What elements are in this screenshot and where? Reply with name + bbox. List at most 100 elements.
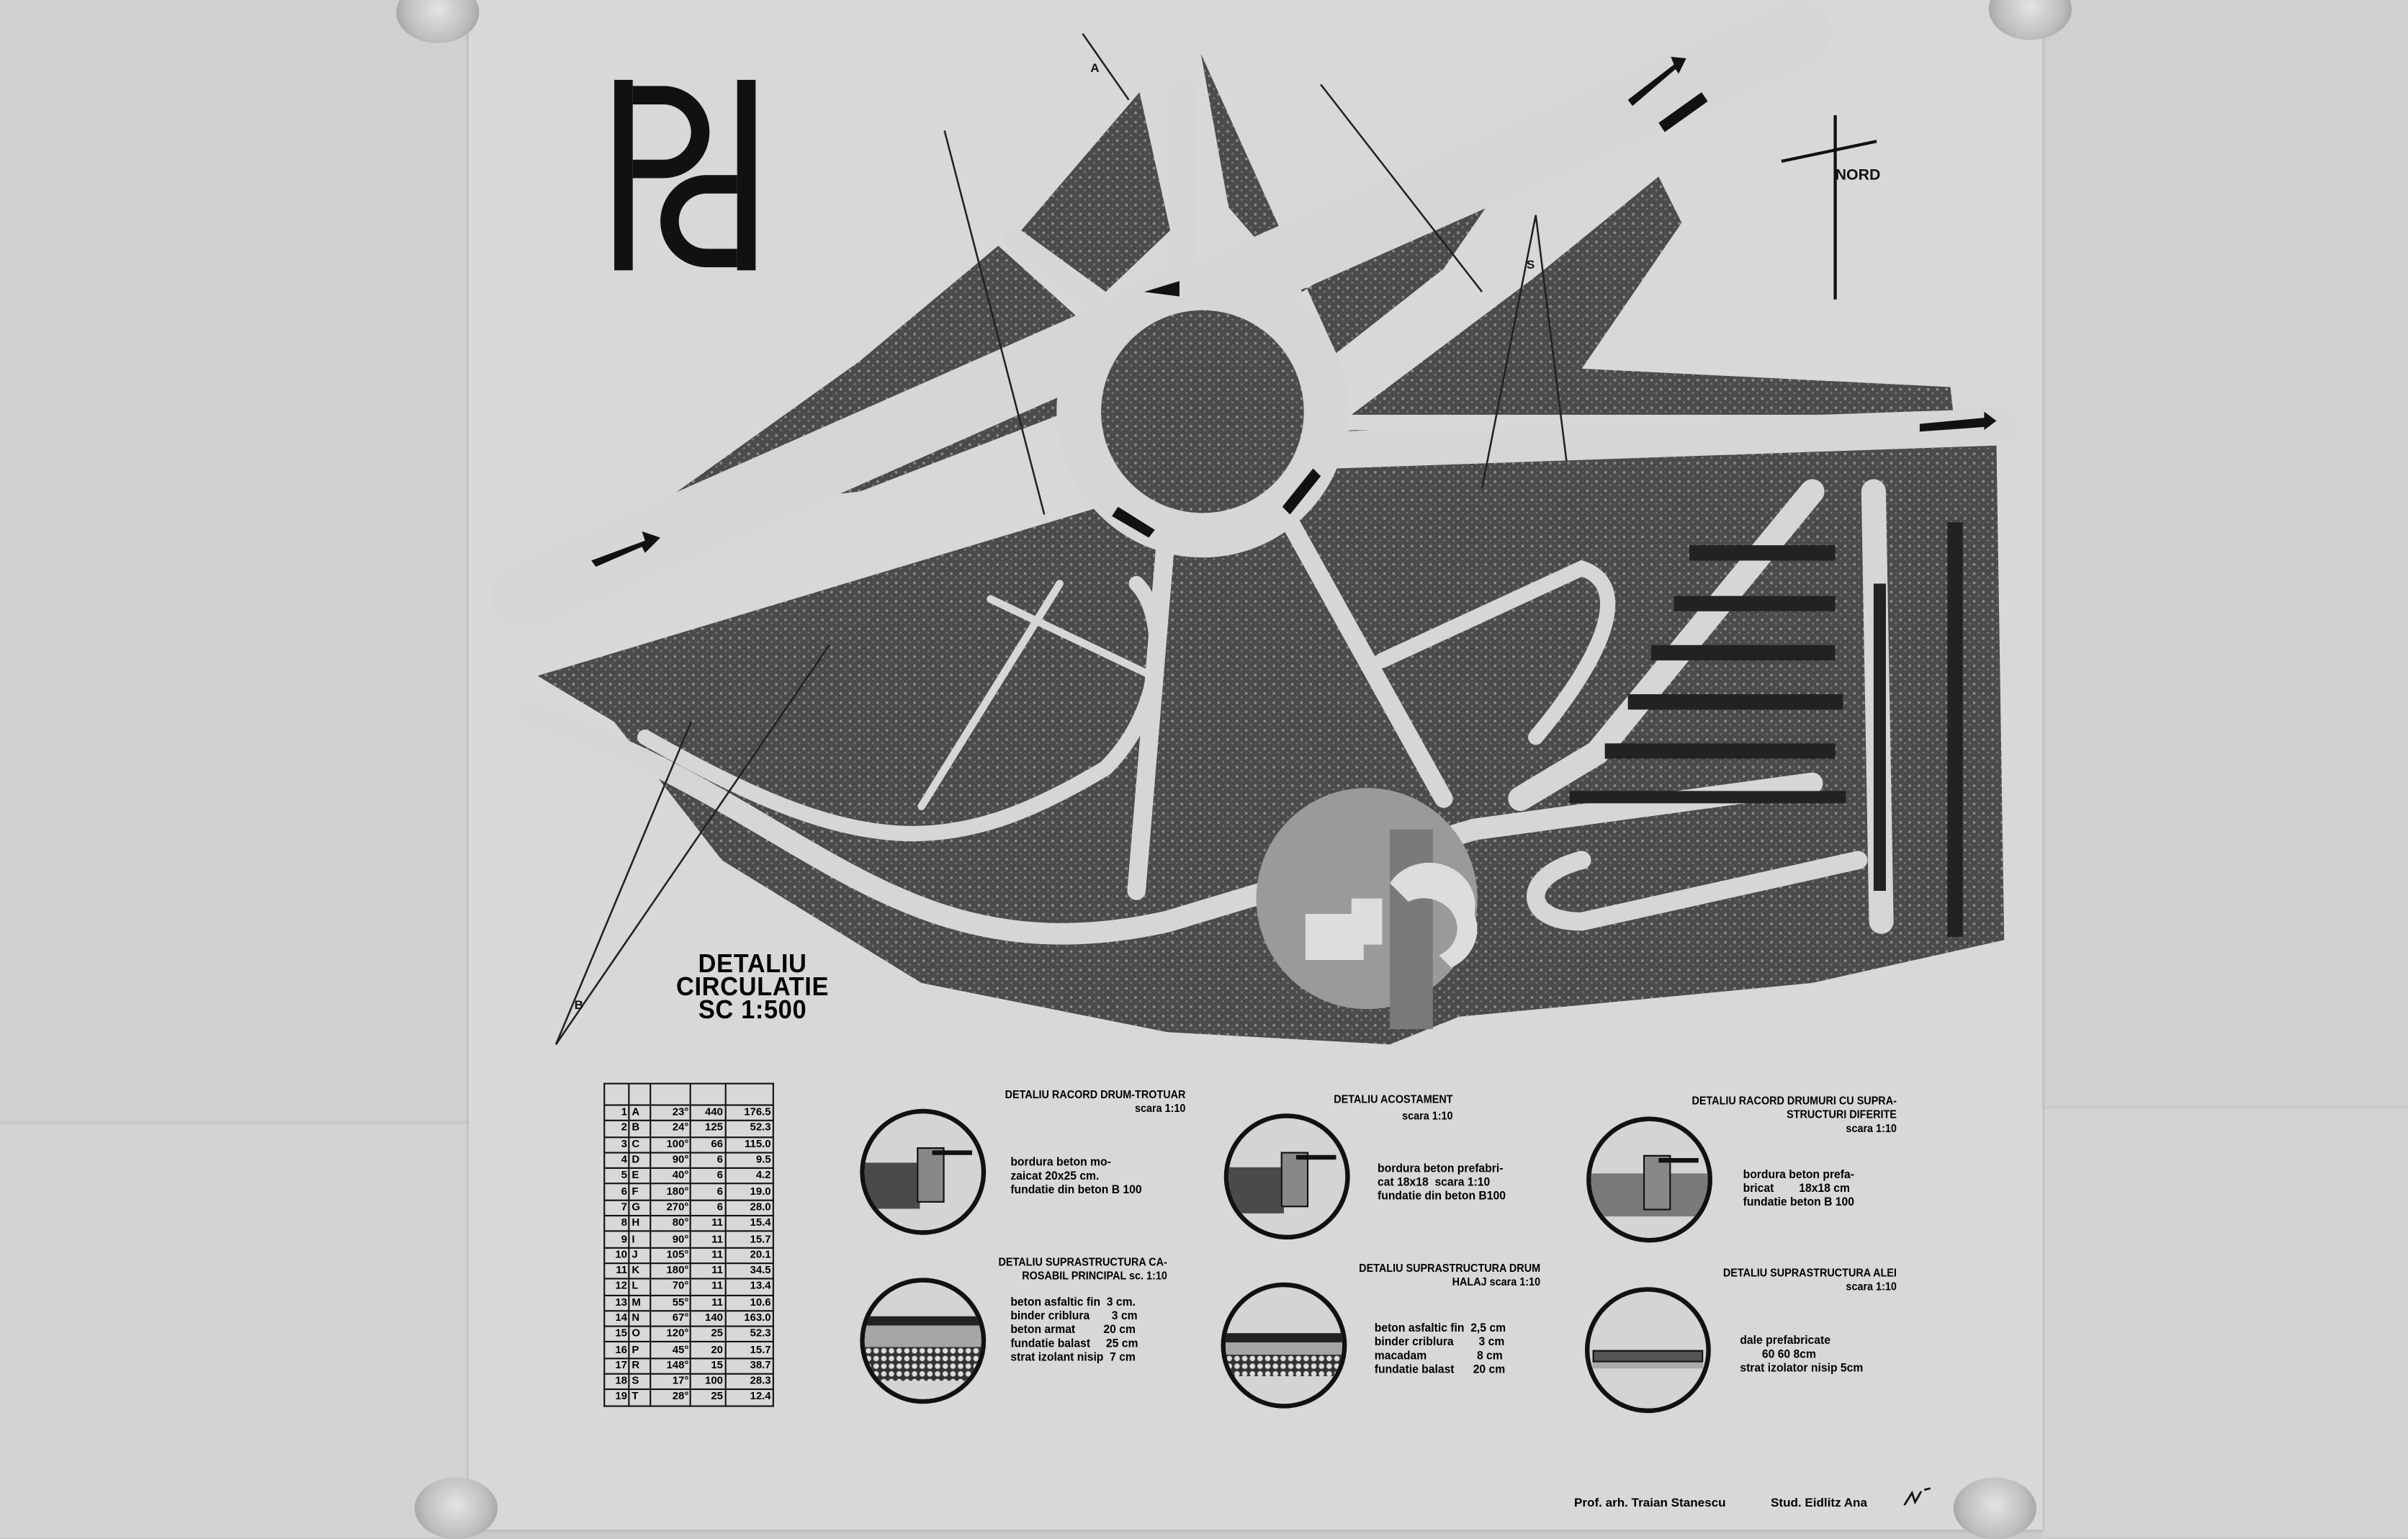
- detail-notes: beton asfaltic fin 3 cm. binder criblura…: [1010, 1294, 1138, 1364]
- curve-letter: K: [629, 1262, 651, 1280]
- title-line: SC 1:500: [698, 995, 807, 1025]
- detail-section-drawing: [860, 1108, 987, 1235]
- credit-student: Stud. Eidlitz Ana: [1771, 1496, 1867, 1510]
- row-number: 10: [603, 1247, 631, 1265]
- angle: 148°: [649, 1357, 692, 1375]
- row-number: 3: [603, 1136, 631, 1154]
- length: 15.7: [724, 1341, 774, 1359]
- row-number: 8: [603, 1215, 631, 1233]
- curve-letter: N: [629, 1309, 651, 1328]
- length: 4.2: [724, 1167, 774, 1185]
- length: 15.4: [724, 1215, 774, 1233]
- radius: 100: [690, 1373, 727, 1391]
- radius: 11: [690, 1293, 727, 1312]
- radius: 11: [690, 1231, 727, 1249]
- compass-label: NORD: [1835, 167, 1881, 184]
- detail-title-line: DETALIU SUPRASTRUCTURA ALEI: [1722, 1265, 1897, 1280]
- detail-scale: scara 1:10: [1134, 1101, 1186, 1116]
- wall-panel: [2042, 1108, 2408, 1538]
- angle: 23°: [649, 1104, 692, 1122]
- angle: 55°: [649, 1293, 692, 1312]
- row-number: 11: [603, 1262, 631, 1280]
- curve-letter: B: [629, 1120, 651, 1138]
- angle: 24°: [649, 1120, 692, 1138]
- credit-professor: Prof. arh. Traian Stanescu: [1574, 1496, 1726, 1510]
- east-road: [1317, 408, 2018, 469]
- curve-letter: P: [629, 1341, 651, 1359]
- angle: 180°: [649, 1262, 692, 1280]
- curve-letter: G: [629, 1199, 651, 1217]
- direction-arrows: [591, 56, 1997, 567]
- row-number: 15: [603, 1325, 631, 1343]
- detail-scale: scara 1:10: [1846, 1121, 1897, 1136]
- radius: 11: [690, 1278, 727, 1296]
- row-number: 18: [603, 1373, 631, 1391]
- row-number: 12: [603, 1278, 631, 1296]
- roundabout-island: [1101, 310, 1304, 513]
- detail-scale: ROSABIL PRINCIPAL sc. 1:10: [1022, 1268, 1167, 1283]
- angle: 270°: [649, 1199, 692, 1217]
- curve-letter: L: [629, 1278, 651, 1296]
- roundabout: [1056, 265, 1349, 558]
- radius: 125: [690, 1120, 727, 1138]
- detail-title-line: DETALIU SUPRASTRUCTURA CA-: [998, 1255, 1167, 1269]
- angle: 90°: [649, 1152, 692, 1170]
- detail-notes: beton asfaltic fin 2,5 cm binder criblur…: [1374, 1321, 1506, 1376]
- detail-title-line: DETALIU ACOSTAMENT: [1334, 1092, 1453, 1106]
- detail-notes: bordura beton mo- zaicat 20x25 cm. funda…: [1010, 1154, 1142, 1197]
- table-header-row: [603, 1082, 774, 1106]
- wall-panel: [2042, 0, 2408, 1106]
- pushpin-icon: [414, 1477, 498, 1539]
- length: 52.3: [724, 1325, 774, 1343]
- row-number: 6: [603, 1183, 631, 1201]
- wall-panel: [0, 1124, 469, 1538]
- curve-letter: I: [629, 1231, 651, 1249]
- row-number: 5: [603, 1167, 631, 1185]
- radius: 11: [690, 1262, 727, 1280]
- length: 12.4: [724, 1388, 774, 1406]
- radius: 25: [690, 1388, 727, 1406]
- length: 19.0: [724, 1183, 774, 1201]
- angle: 105°: [649, 1247, 692, 1265]
- radius: 25: [690, 1325, 727, 1343]
- detail-title: DETALIU RACORD DRUMURI CU SUPRA-STRUCTUR…: [1482, 1093, 1897, 1136]
- angle: 67°: [649, 1309, 692, 1328]
- row-number: 4: [603, 1152, 631, 1170]
- detail-scale: HALAJ scara 1:10: [1452, 1275, 1541, 1289]
- length: 34.5: [724, 1262, 774, 1280]
- curve-letter: S: [629, 1373, 651, 1391]
- angle: 70°: [649, 1278, 692, 1296]
- detail-notes: bordura beton prefabri- cat 18x18 scara …: [1378, 1161, 1506, 1203]
- row-number: 1: [603, 1104, 631, 1122]
- curve-letter: J: [629, 1247, 651, 1265]
- roads: [491, 0, 2018, 945]
- length: 52.3: [724, 1120, 774, 1138]
- detail-notes: bordura beton prefa- bricat 18x18 cm fun…: [1743, 1167, 1855, 1209]
- angle: 45°: [649, 1341, 692, 1359]
- logo: [614, 79, 756, 271]
- radius: 6: [690, 1152, 727, 1170]
- title-line: CIRCULATIE: [675, 972, 830, 1002]
- detail-section-drawing: [1221, 1282, 1347, 1409]
- angle: 40°: [649, 1167, 692, 1185]
- construction-lines: [554, 33, 1568, 1045]
- angle: 120°: [649, 1325, 692, 1343]
- curve-letter: A: [629, 1104, 651, 1122]
- radius: 15: [690, 1357, 727, 1375]
- length: 28.0: [724, 1199, 774, 1217]
- angle: 90°: [649, 1231, 692, 1249]
- length: 176.5: [724, 1104, 774, 1122]
